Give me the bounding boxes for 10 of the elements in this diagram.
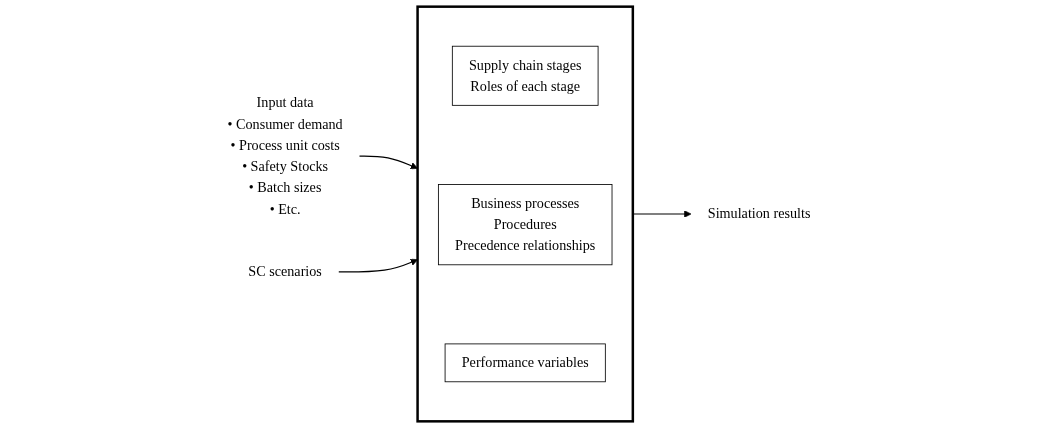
node-text: Simulation results — [707, 205, 811, 222]
node-box: Business processes Procedures Precedence relationships — [437, 184, 613, 266]
arrow — [632, 210, 692, 218]
node-text: SC scenarios — [248, 263, 322, 280]
node-box: Performance variables — [444, 343, 606, 383]
cluster — [416, 5, 635, 423]
node-text: Input data • Consumer demand • Process unit costs • Safety Stocks • Batch sizes • Etc. — [227, 94, 343, 217]
arrow — [337, 258, 418, 273]
node-box: Supply chain stages Roles of each stage — [451, 45, 599, 106]
arrow — [358, 155, 418, 170]
